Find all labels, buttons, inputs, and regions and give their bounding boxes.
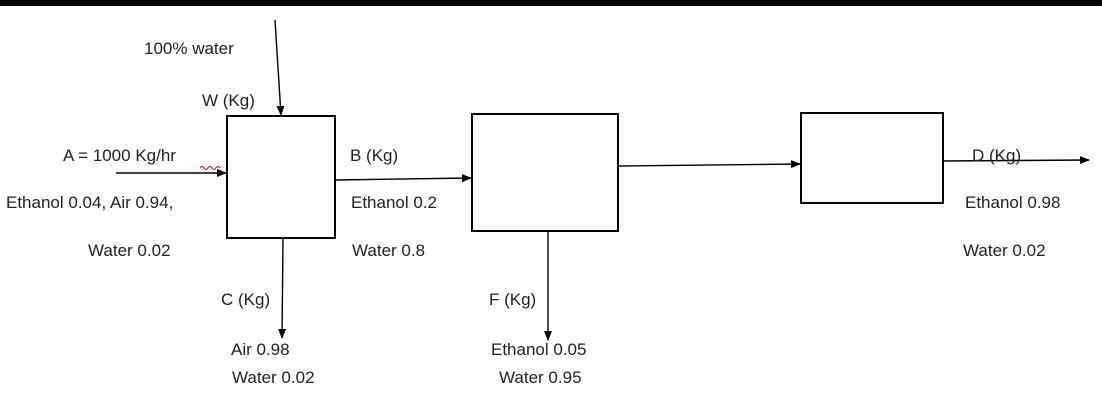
stream-a-composition-1: Ethanol 0.04, Air 0.94, (6, 193, 173, 212)
stream-w-label: W (Kg) (202, 91, 255, 110)
unit-3-distillation (800, 112, 944, 204)
stream-d-composition-1: Ethanol 0.98 (965, 193, 1060, 212)
unit-2-separator (471, 113, 619, 232)
stream-c-arrow (278, 238, 287, 339)
stream-d-arrow (943, 156, 1090, 165)
stream-f-composition-2: Water 0.95 (499, 368, 582, 387)
water-feed-arrow (274, 19, 285, 116)
stream-a-label: A = 1000 Kg/hr (63, 146, 176, 165)
stream-b-composition-1: Ethanol 0.2 (351, 193, 437, 212)
stream-c-composition-1: Air 0.98 (231, 340, 290, 359)
stream-b-composition-2: Water 0.8 (352, 241, 425, 260)
stream-a-composition-2: Water 0.02 (88, 241, 171, 260)
stream-d-label: D (Kg) (972, 146, 1021, 165)
stream-b-arrow (335, 174, 472, 183)
stream-c-label: C (Kg) (221, 290, 270, 309)
spellcheck-underline (199, 166, 221, 170)
top-border (0, 0, 1102, 6)
stream-d-composition-2: Water 0.02 (963, 241, 1046, 260)
stream-f-label: F (Kg) (489, 290, 536, 309)
unit-1-absorber (226, 115, 336, 239)
stream-b-label: B (Kg) (350, 146, 398, 165)
stream-f-composition-1: Ethanol 0.05 (491, 340, 586, 359)
unit2-to-unit3-arrow (618, 160, 801, 169)
water-feed-label: 100% water (144, 39, 234, 58)
stream-c-composition-2: Water 0.02 (232, 368, 315, 387)
